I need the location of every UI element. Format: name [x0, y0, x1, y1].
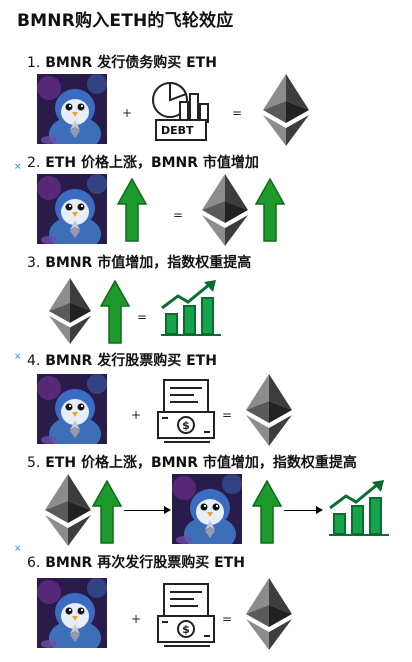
step-3-heading: 3. BMNR 市值增加，指数权重提高	[27, 252, 251, 272]
step-text: BMNR 再次发行股票购买 ETH	[45, 555, 245, 571]
eth-icon	[263, 74, 309, 146]
flow-arrow-icon	[284, 506, 323, 514]
step-text: BMNR 发行债务购买 ETH	[45, 55, 217, 71]
up-arrow-icon	[252, 480, 282, 544]
bmnr-avatar-icon	[37, 74, 107, 144]
step-number: 5.	[27, 455, 41, 471]
up-arrow-icon	[117, 178, 147, 242]
step-number: 3.	[27, 255, 41, 271]
equals-sign: =	[137, 310, 148, 324]
eth-icon	[246, 578, 292, 650]
eth-icon	[202, 174, 248, 246]
growth-chart-icon	[328, 480, 390, 536]
bmnr-avatar-icon	[37, 174, 107, 244]
close-marker-icon: ×	[14, 352, 22, 362]
eth-icon	[246, 374, 292, 446]
bmnr-avatar-icon	[172, 474, 242, 544]
step-2-heading: 2. ETH 价格上涨，BMNR 市值增加	[27, 152, 259, 172]
eth-icon	[47, 278, 93, 344]
step-4-heading: 4. BMNR 发行股票购买 ETH	[27, 350, 217, 370]
plus-sign: +	[122, 106, 133, 120]
equals-sign: =	[232, 106, 243, 120]
growth-chart-icon	[160, 280, 222, 336]
bmnr-avatar-icon	[37, 374, 107, 444]
step-number: 1.	[27, 55, 41, 71]
debt-label: DEBT	[161, 124, 194, 137]
step-number: 2.	[27, 155, 41, 171]
plus-sign: +	[131, 408, 142, 422]
step-5-heading: 5. ETH 价格上涨，BMNR 市值增加，指数权重提高	[27, 452, 357, 472]
eth-icon	[45, 474, 91, 546]
plus-sign: +	[131, 612, 142, 626]
step-text: BMNR 市值增加，指数权重提高	[45, 255, 252, 271]
up-arrow-icon	[255, 178, 285, 242]
debt-icon: DEBT	[150, 80, 212, 144]
stock-money-icon	[154, 378, 218, 444]
equals-sign: =	[222, 408, 233, 422]
up-arrow-icon	[92, 480, 122, 544]
step-number: 6.	[27, 555, 41, 571]
flow-arrow-icon	[124, 506, 171, 514]
stock-money-icon	[154, 582, 218, 648]
close-marker-icon: ×	[14, 544, 22, 554]
step-text: ETH 价格上涨，BMNR 市值增加	[45, 155, 259, 171]
page-title: BMNR购入ETH的飞轮效应	[17, 11, 234, 31]
equals-sign: =	[222, 612, 233, 626]
step-1-heading: 1. BMNR 发行债务购买 ETH	[27, 52, 217, 72]
close-marker-icon: ×	[14, 162, 22, 172]
equals-sign: =	[173, 208, 184, 222]
step-text: ETH 价格上涨，BMNR 市值增加，指数权重提高	[45, 455, 357, 471]
up-arrow-icon	[100, 280, 130, 344]
step-number: 4.	[27, 353, 41, 369]
step-6-heading: 6. BMNR 再次发行股票购买 ETH	[27, 552, 245, 572]
bmnr-avatar-icon	[37, 578, 107, 648]
step-text: BMNR 发行股票购买 ETH	[45, 353, 217, 369]
